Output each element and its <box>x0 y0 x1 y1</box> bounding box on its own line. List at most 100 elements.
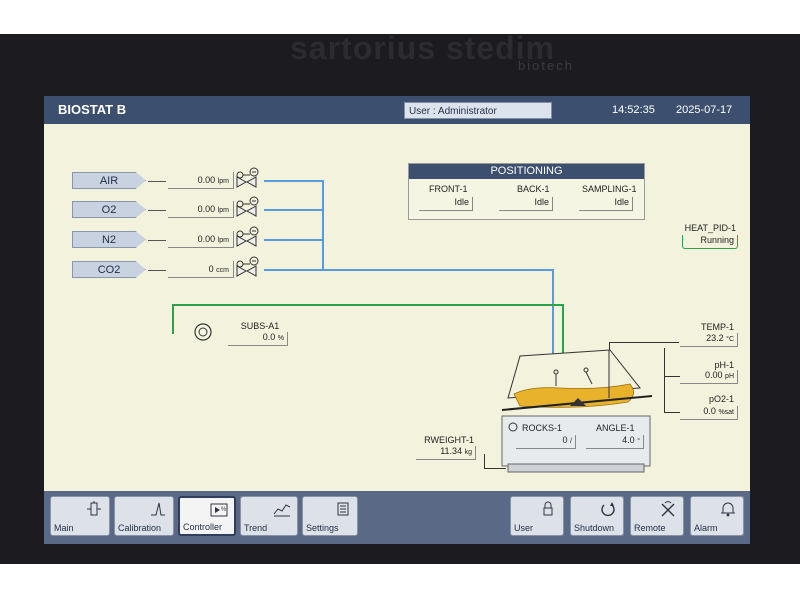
nav-shutdown-button[interactable]: Shutdown <box>570 496 624 536</box>
nav-alarm-label: Alarm <box>694 523 718 533</box>
gas-inlet-pipe <box>552 269 554 379</box>
rocks-value[interactable]: 0 / <box>516 435 576 449</box>
nav-settings-button[interactable]: Settings <box>302 496 358 536</box>
gas-flow-o2-value: 0.00 <box>197 204 216 214</box>
remote-icon <box>661 501 675 517</box>
temp-value-number: 23.2 <box>706 333 724 343</box>
rweight-value-number: 11.34 <box>440 446 463 456</box>
rweight-value-unit: kg <box>464 449 472 456</box>
bioreactor-bag-icon[interactable] <box>500 336 668 478</box>
gas-flow-air[interactable]: 0.00 lpm <box>168 172 234 189</box>
valve-icon[interactable] <box>234 255 264 277</box>
photo-background-bottom <box>0 564 800 600</box>
trend-icon <box>273 504 291 517</box>
rocks-label: ROCKS-1 <box>522 423 563 433</box>
brand-logo: sartorius stedim <box>290 30 555 66</box>
gas-label-n2[interactable]: N2 <box>72 231 146 248</box>
gas-dash <box>148 240 166 241</box>
po2-line <box>664 412 680 413</box>
gas-label-air[interactable]: AIR <box>72 172 146 189</box>
ph-value-number: 0.00 <box>705 370 723 380</box>
valve-icon[interactable] <box>234 166 264 188</box>
gas-flow-n2-unit: lpm <box>217 237 229 244</box>
valve-icon[interactable] <box>234 225 264 247</box>
main-icon <box>87 501 101 516</box>
bell-icon <box>721 502 735 517</box>
angle-value[interactable]: 4.0 ° <box>586 435 644 449</box>
ph-line <box>664 376 680 377</box>
positioning-title: POSITIONING <box>409 164 644 179</box>
feed-inlet-pipe <box>562 304 564 379</box>
gas-flow-co2-unit: ccm <box>216 267 229 274</box>
gas-label-o2[interactable]: O2 <box>72 201 146 218</box>
temp-value[interactable]: 23.2 °C <box>680 333 738 347</box>
nav-footer: Main Calibration % Controller Trend Sett… <box>44 491 750 544</box>
nav-user-button[interactable]: User <box>510 496 564 536</box>
user-field[interactable]: User : Administrator <box>404 102 552 119</box>
subs-value-unit: % <box>277 335 284 342</box>
po2-label: pO2-1 <box>708 394 734 404</box>
feed-pipe-drop <box>172 304 174 334</box>
rocks-value-unit: / <box>570 438 572 445</box>
app-title: BIOSTAT B <box>58 102 127 117</box>
po2-value[interactable]: 0.0 %sat <box>680 406 738 420</box>
calibration-icon <box>151 502 165 516</box>
rweight-label: RWEIGHT-1 <box>424 435 474 445</box>
pos-value-front[interactable]: Idle <box>419 197 473 211</box>
ph-label: pH-1 <box>714 360 734 370</box>
gas-pipe-n2 <box>264 239 324 241</box>
rweight-value[interactable]: 11.34 kg <box>416 446 476 460</box>
subs-value[interactable]: 0.0 % <box>228 332 288 346</box>
angle-label: ANGLE-1 <box>596 423 635 433</box>
pos-name-sampling: SAMPLING-1 <box>582 184 637 194</box>
gas-flow-co2[interactable]: 0 ccm <box>168 261 234 278</box>
gas-flow-o2[interactable]: 0.00 lpm <box>168 201 234 218</box>
angle-value-number: 4.0 <box>622 435 635 445</box>
gas-label-co2[interactable]: CO2 <box>72 261 146 278</box>
lock-icon <box>543 501 553 516</box>
nav-controller-button[interactable]: % Controller <box>178 496 236 536</box>
gas-dash <box>148 210 166 211</box>
clock: 14:52:35 <box>612 104 655 116</box>
controller-icon: % <box>210 503 228 517</box>
hmi-screen: BIOSTAT B User : Administrator 14:52:35 … <box>44 96 750 544</box>
gas-flow-co2-value: 0 <box>208 264 214 274</box>
gas-flow-n2[interactable]: 0.00 lpm <box>168 231 234 248</box>
temp-value-unit: °C <box>726 336 734 343</box>
gas-pipe-air <box>264 180 324 182</box>
feed-pipe <box>172 304 564 306</box>
pump-icon[interactable] <box>193 322 213 342</box>
gas-dash <box>148 270 166 271</box>
nav-trend-label: Trend <box>244 523 268 533</box>
pos-value-back[interactable]: Idle <box>499 197 553 211</box>
nav-shutdown-label: Shutdown <box>574 523 615 533</box>
settings-icon <box>337 502 349 516</box>
heat-pid-label: HEAT_PID-1 <box>684 223 736 233</box>
subs-value-number: 0.0 <box>262 332 276 342</box>
po2-value-unit: %sat <box>718 409 734 416</box>
positioning-panel: POSITIONING FRONT-1 Idle BACK-1 Idle SAM… <box>408 163 645 220</box>
temp-line <box>609 342 679 343</box>
nav-alarm-button[interactable]: Alarm <box>690 496 744 536</box>
pos-name-front: FRONT-1 <box>429 184 468 194</box>
nav-trend-button[interactable]: Trend <box>240 496 298 536</box>
nav-user-label: User <box>514 523 534 533</box>
nav-remote-button[interactable]: Remote <box>630 496 684 536</box>
ph-value[interactable]: 0.00 pH <box>680 370 738 384</box>
brand-subtitle: biotech <box>518 58 574 73</box>
date: 2025-07-17 <box>676 104 733 116</box>
pos-name-back: BACK-1 <box>517 184 550 194</box>
nav-settings-label: Settings <box>306 523 339 533</box>
header-bar: BIOSTAT B User : Administrator 14:52:35 … <box>44 96 750 124</box>
gas-pipe-o2 <box>264 209 324 211</box>
pos-value-sampling[interactable]: Idle <box>579 197 633 211</box>
nav-remote-label: Remote <box>634 523 666 533</box>
angle-value-unit: ° <box>637 438 640 445</box>
valve-icon[interactable] <box>234 195 264 217</box>
nav-calibration-label: Calibration <box>118 523 162 533</box>
nav-main-button[interactable]: Main <box>50 496 110 536</box>
gas-pipe-co2 <box>264 269 554 271</box>
nav-calibration-button[interactable]: Calibration <box>114 496 174 536</box>
heat-pid-status[interactable]: Running <box>682 235 738 249</box>
gas-flow-air-value: 0.00 <box>197 175 216 185</box>
